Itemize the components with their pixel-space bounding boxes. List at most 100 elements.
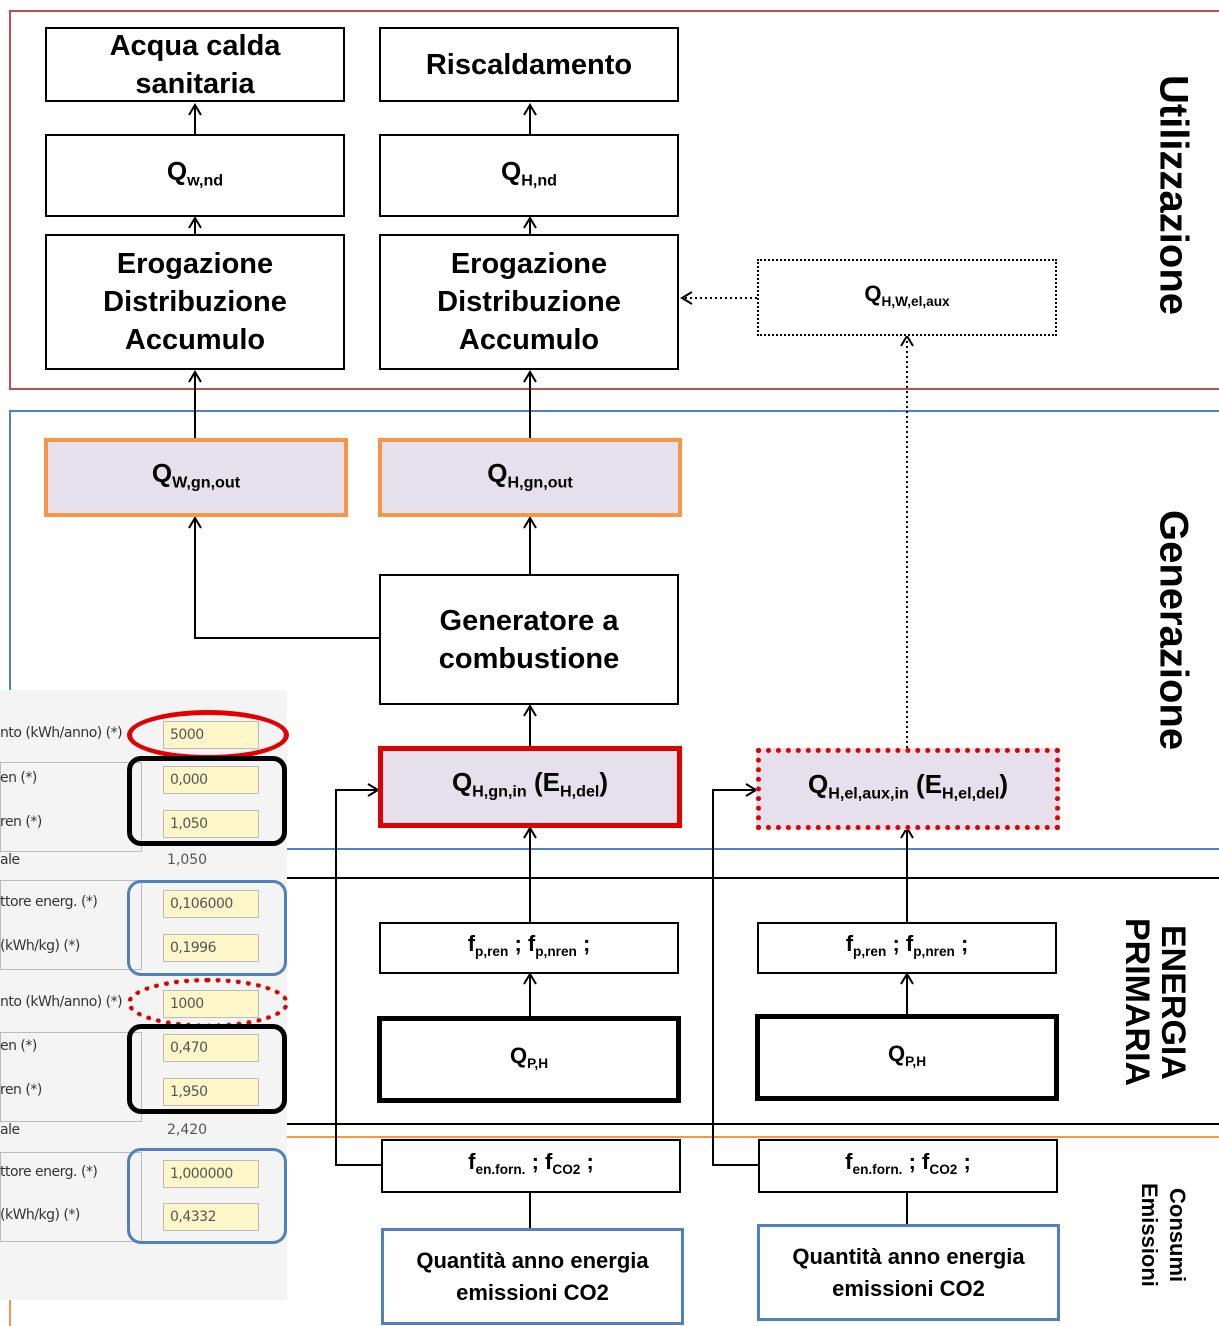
fen-left-a-sub: en.forn. <box>475 1161 526 1177</box>
form-row: ttore energ. (*) 1,000000 <box>0 1154 287 1192</box>
fp-left-sep: ; <box>508 931 528 957</box>
fen-right-a: f <box>845 1149 853 1175</box>
form-input-field[interactable]: 0,106000 <box>163 890 259 918</box>
box-qp-h-right: QP,H <box>755 1014 1059 1101</box>
q-h-w-el-aux-label: QH,W,el,aux <box>864 275 949 321</box>
fen-left-label: fen.forn. ; fCO2 ; <box>468 1143 594 1189</box>
qp-h-right-label: QP,H <box>888 1035 926 1081</box>
fp-right-b-sub: p,nren <box>913 943 955 959</box>
fen-right-a-sub: en.forn. <box>852 1161 903 1177</box>
q-w-nd-sub: w,nd <box>187 171 224 190</box>
q-h-gn-out-sub: H,gn,out <box>507 473 573 492</box>
form-input-field[interactable]: 0,4332 <box>163 1203 259 1231</box>
form-group-3 <box>0 1032 142 1122</box>
form-row-label: ale <box>0 852 20 868</box>
form-input-field[interactable]: 0,000 <box>163 766 259 794</box>
consumi-left-edge <box>9 1300 11 1326</box>
section-consumi-line <box>287 1136 1219 1138</box>
fp-right-a-sub: p,ren <box>853 943 887 959</box>
box-generatore-combustione-text: Generatore a combustione <box>438 604 620 675</box>
label-utilizzazione: Utilizzazione <box>1151 74 1196 316</box>
fen-left-end: ; <box>580 1149 594 1175</box>
fen-left-b-sub: CO2 <box>552 1161 581 1177</box>
fen-left-b: f <box>545 1149 553 1175</box>
arrow-gen-qwgnout <box>188 516 379 639</box>
box-q-h-nd: QH,nd <box>379 134 679 217</box>
box-erogazione-riscaldamento-text: Erogazione Distribuzione Accumulo <box>437 248 621 356</box>
box-quantita-left: Quantità anno energia emissioni CO2 <box>381 1228 684 1325</box>
fp-left-a-sub: p,ren <box>475 943 509 959</box>
highlight-black-box-2 <box>127 1024 287 1114</box>
q-w-gn-out-label: QW,gn,out <box>152 454 240 502</box>
q-h-gn-in-label: QH,gn,in (EH,del) <box>451 767 609 801</box>
box-quantita-left-text: Quantità anno energia emissioni CO2 <box>416 1247 649 1305</box>
section-generazione-frame <box>9 410 1219 850</box>
form-input-field[interactable]: 1,950 <box>163 1078 259 1106</box>
fen-right-b: f <box>922 1149 930 1175</box>
box-riscaldamento-text: Riscaldamento <box>425 48 633 81</box>
form-row: ale 1,050 <box>0 842 287 880</box>
label-energia-primaria-text: ENERGIA PRIMARIA <box>1118 918 1192 1087</box>
label-generazione: Generazione <box>1151 509 1196 751</box>
qp-h-right-sub: P,H <box>905 1053 927 1069</box>
form-input-field[interactable]: 0,470 <box>163 1034 259 1062</box>
box-fp-right: fp,ren ; fp,nren ; <box>757 922 1057 974</box>
fen-right-b-sub: CO2 <box>929 1161 958 1177</box>
box-generatore-combustione: Generatore a combustione <box>379 574 679 705</box>
fp-right-label: fp,ren ; fp,nren ; <box>846 925 969 971</box>
form-input-field[interactable]: 0,1996 <box>163 934 259 962</box>
form-input-field[interactable]: 1,000000 <box>163 1160 259 1188</box>
fen-right-end: ; <box>957 1149 971 1175</box>
form-row-label: ale <box>0 1122 20 1138</box>
q-h-el-aux-in-sub: H,el,aux,in <box>828 784 909 803</box>
fp-right-a: f <box>845 931 854 957</box>
q-h-gn-in-sub: H,gn,in <box>472 782 527 801</box>
q-h-gn-out-label: QH,gn,out <box>487 454 573 502</box>
e-h-el-del-sub: H,el,del <box>942 784 1000 803</box>
box-erogazione-acqua: Erogazione Distribuzione Accumulo <box>45 234 345 370</box>
box-q-h-gn-out: QH,gn,out <box>378 438 682 517</box>
form-read-only-value: 2,420 <box>167 1122 208 1138</box>
box-quantita-right: Quantità anno energia emissioni CO2 <box>757 1224 1060 1321</box>
q-w-gn-out-base: Q <box>151 457 173 488</box>
form-row-label: en (*) <box>0 1038 37 1054</box>
form-input-field[interactable]: 1,050 <box>163 810 259 838</box>
form-row-label: nto (kWh/anno) (*) <box>0 994 123 1010</box>
fp-left-end: ; <box>576 931 591 957</box>
highlight-red-ellipse <box>127 710 289 760</box>
fp-left-label: fp,ren ; fp,nren ; <box>468 925 591 971</box>
q-h-gn-out-base: Q <box>487 457 508 488</box>
highlight-blue-box-2 <box>127 1148 287 1244</box>
form-row-label: (kWh/kg) (*) <box>0 938 80 954</box>
highlight-blue-box-1 <box>127 880 287 976</box>
box-acqua-calda-sanitaria-text: Acqua calda sanitaria <box>109 29 281 100</box>
section-divider-energia-bottom <box>287 1123 1219 1125</box>
qp-h-right-base: Q <box>887 1040 906 1066</box>
form-row: (kWh/kg) (*) 0,4332 <box>0 1197 287 1235</box>
q-h-el-aux-in-base: Q <box>807 769 829 800</box>
fp-left-b-sub: p,nren <box>535 943 577 959</box>
fp-right-end: ; <box>954 931 969 957</box>
q-h-nd-sub: H,nd <box>521 171 558 190</box>
arrow-fen-qhelaux <box>712 783 759 1166</box>
fen-left-a: f <box>468 1149 476 1175</box>
q-h-gn-in-base: Q <box>451 767 473 798</box>
fp-right-sep: ; <box>886 931 906 957</box>
box-erogazione-riscaldamento: Erogazione Distribuzione Accumulo <box>379 234 679 370</box>
q-h-nd-label: QH,nd <box>501 152 557 200</box>
form-row: ttore energ. (*) 0,106000 <box>0 884 287 922</box>
form-row-label: ttore energ. (*) <box>0 894 98 910</box>
box-fen-left: fen.forn. ; fCO2 ; <box>381 1139 681 1193</box>
fen-right-label: fen.forn. ; fCO2 ; <box>845 1143 971 1189</box>
fp-left-a: f <box>467 931 476 957</box>
q-h-nd-base: Q <box>500 155 522 186</box>
highlight-black-box-1 <box>127 756 287 846</box>
section-divider-energia <box>287 877 1219 879</box>
box-q-w-nd: Qw,nd <box>45 134 345 217</box>
qp-h-left-label: QP,H <box>510 1037 548 1083</box>
fp-right-b: f <box>905 931 914 957</box>
form-row-label: nto (kWh/anno) (*) <box>0 725 123 741</box>
e-h-del-sub: H,del <box>560 782 600 801</box>
qp-h-left-sub: P,H <box>527 1055 549 1071</box>
fen-right-sep: ; <box>902 1149 923 1175</box>
